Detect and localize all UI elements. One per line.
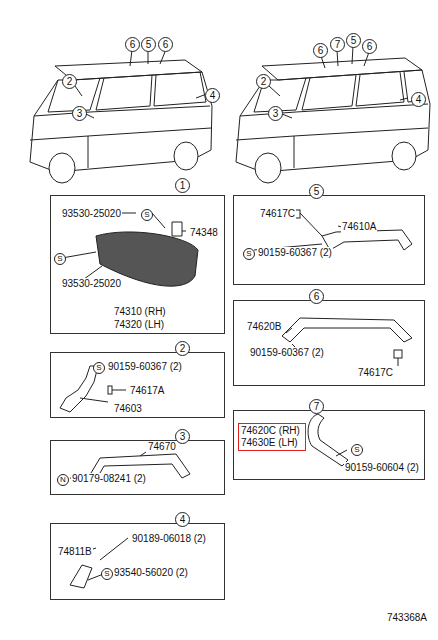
fastener-symbol: N <box>57 474 69 486</box>
drawing-code: 743368A <box>386 612 428 624</box>
callout-number: 6 <box>125 37 140 52</box>
part-number: 74617A <box>129 385 165 397</box>
parts-panel: 574617C74610AS90159-60367 (2) <box>233 195 425 285</box>
callout-number: 3 <box>72 106 87 121</box>
part-number: 74617C <box>357 367 394 379</box>
vehicle-left <box>30 50 212 183</box>
callout-number: 7 <box>330 37 345 52</box>
callout-number: 6 <box>309 289 324 304</box>
callout-number: 3 <box>175 429 190 444</box>
callout-number: 6 <box>158 37 173 52</box>
part-number: 90159-60367 (2) <box>257 247 333 259</box>
callout-number: 4 <box>205 88 220 103</box>
parts-panel: 193530-25020S74348S93530-2502074310 (RH)… <box>50 195 225 334</box>
part-number: 90159-60367 (2) <box>107 361 183 373</box>
callout-number: 6 <box>362 39 377 54</box>
part-number: 93530-25020 <box>61 208 122 220</box>
part-number: 93530-25020 <box>61 278 122 290</box>
part-number: 74617C <box>259 208 296 220</box>
callout-number: 4 <box>175 512 190 527</box>
highlight-box: 74620C (RH) 74630E (LH) <box>238 423 306 451</box>
part-number: 74610A <box>341 221 377 233</box>
part-number: 74620C (RH) 74630E (LH) <box>241 425 303 449</box>
callout-number: 4 <box>411 92 426 107</box>
parts-panel: 490189-06018 (2)74811BS93540-56020 (2) <box>50 523 225 600</box>
part-number: 90189-06018 (2) <box>131 533 207 545</box>
parts-panel: 374670N90179-08241 (2) <box>50 440 225 495</box>
part-number: 93540-56020 (2) <box>113 567 189 579</box>
part-number: 74320 (LH) <box>113 319 165 331</box>
part-number: 74620B <box>246 321 282 333</box>
fastener-symbol: S <box>93 362 105 374</box>
fastener-symbol: S <box>243 248 255 260</box>
parts-panel: 7S90159-60604 (2)74620C (RH) 74630E (LH) <box>233 410 425 480</box>
callout-number: 3 <box>268 106 283 121</box>
fastener-symbol: S <box>54 253 66 265</box>
callout-number: 2 <box>62 74 77 89</box>
fastener-symbol: S <box>101 568 113 580</box>
callout-number: 5 <box>346 33 361 48</box>
part-number: 74348 <box>189 227 219 239</box>
part-number: 90179-08241 (2) <box>71 473 147 485</box>
part-number: 90159-60604 (2) <box>344 462 420 474</box>
fastener-symbol: S <box>351 444 363 456</box>
vehicle-right <box>236 46 430 183</box>
part-number: 74310 (RH) <box>113 306 167 318</box>
part-number: 90159-60367 (2) <box>249 347 325 359</box>
callout-number: 2 <box>256 74 271 89</box>
fastener-symbol: S <box>141 209 153 221</box>
part-number: 74603 <box>113 403 143 415</box>
callout-number: 5 <box>309 184 324 199</box>
panel-parts <box>60 210 412 588</box>
callout-number: 1 <box>175 178 190 193</box>
part-number: 74670 <box>147 441 177 453</box>
part-number: 74811B <box>57 546 93 558</box>
parts-panel: 674620B90159-60367 (2)74617C <box>233 300 425 386</box>
callout-number: 6 <box>313 43 328 58</box>
parts-panel: 2S90159-60367 (2)74617A74603 <box>50 352 225 418</box>
callout-number: 2 <box>175 341 190 356</box>
callout-number: 5 <box>141 37 156 52</box>
callout-number: 7 <box>309 399 324 414</box>
